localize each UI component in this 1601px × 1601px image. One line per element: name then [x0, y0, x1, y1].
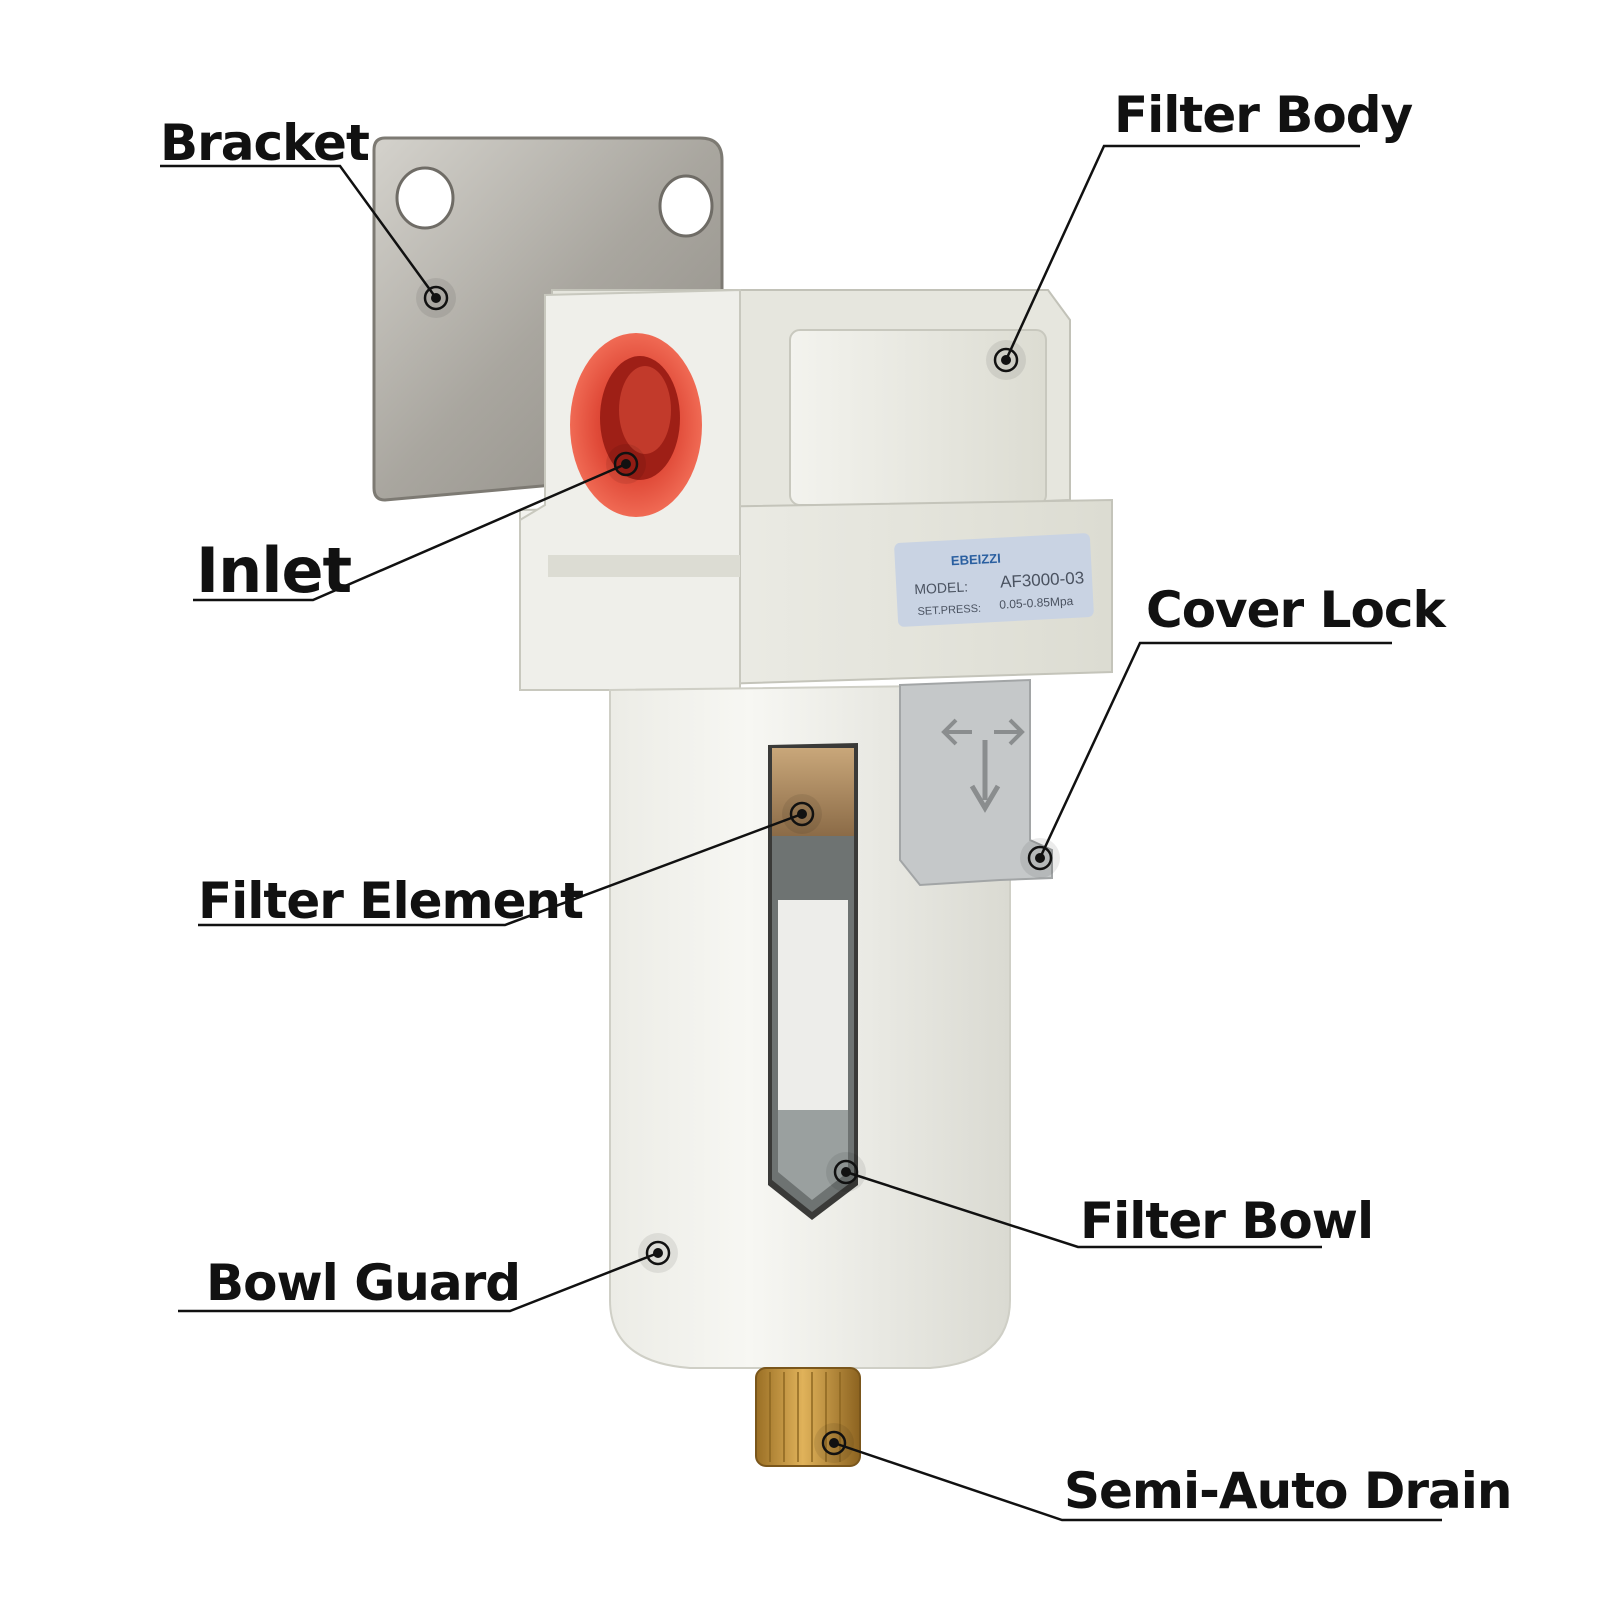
- bracket-marker: [416, 278, 456, 318]
- filter-body-marker: [986, 340, 1026, 380]
- filter-body-label: Filter Body: [1114, 86, 1413, 144]
- filter-bowl-leader-line: [845, 1170, 1322, 1249]
- model-value: AF3000-03: [1000, 568, 1085, 591]
- inlet-marker: [606, 444, 646, 484]
- inlet-leader-line: [193, 462, 627, 602]
- filter-body-leader-line: [1004, 144, 1360, 361]
- callout-markers: [416, 278, 1060, 1463]
- cover-lock-label: Cover Lock: [1146, 581, 1447, 639]
- inlet-port: [570, 333, 702, 517]
- filter-bowl-marker: [826, 1152, 866, 1192]
- filter-bowl: [778, 1110, 848, 1200]
- filter-element-leader-line: [198, 812, 803, 927]
- bowl-guard-leader-line: [178, 1251, 659, 1313]
- filter-element-label: Filter Element: [198, 872, 583, 930]
- semi-auto-drain-marker: [814, 1423, 854, 1463]
- cover-lock-marker: [1020, 838, 1060, 878]
- bracket-label: Bracket: [160, 114, 369, 172]
- semi-auto-drain-label: Semi-Auto Drain: [1064, 1462, 1512, 1520]
- bowl-guard-marker: [638, 1233, 678, 1273]
- brand-name: EBEIZZI: [951, 551, 1002, 569]
- cover-lock: [899, 678, 1053, 887]
- product-label: EBEIZZI MODEL: AF3000-03 SET.PRESS: 0.05…: [894, 533, 1094, 627]
- model-key: MODEL:: [914, 578, 968, 597]
- filter-bowl-label: Filter Bowl: [1080, 1192, 1373, 1250]
- semi-auto-drain-leader-line: [833, 1441, 1442, 1522]
- cover-lock-leader-line: [1038, 641, 1392, 859]
- bowl-guard-label: Bowl Guard: [206, 1254, 520, 1312]
- filter-element-marker: [782, 794, 822, 834]
- press-key: SET.PRESS:: [917, 603, 981, 618]
- inlet-label: Inlet: [196, 534, 352, 607]
- bracket-leader-line: [160, 164, 438, 299]
- press-value: 0.05-0.85Mpa: [999, 594, 1074, 612]
